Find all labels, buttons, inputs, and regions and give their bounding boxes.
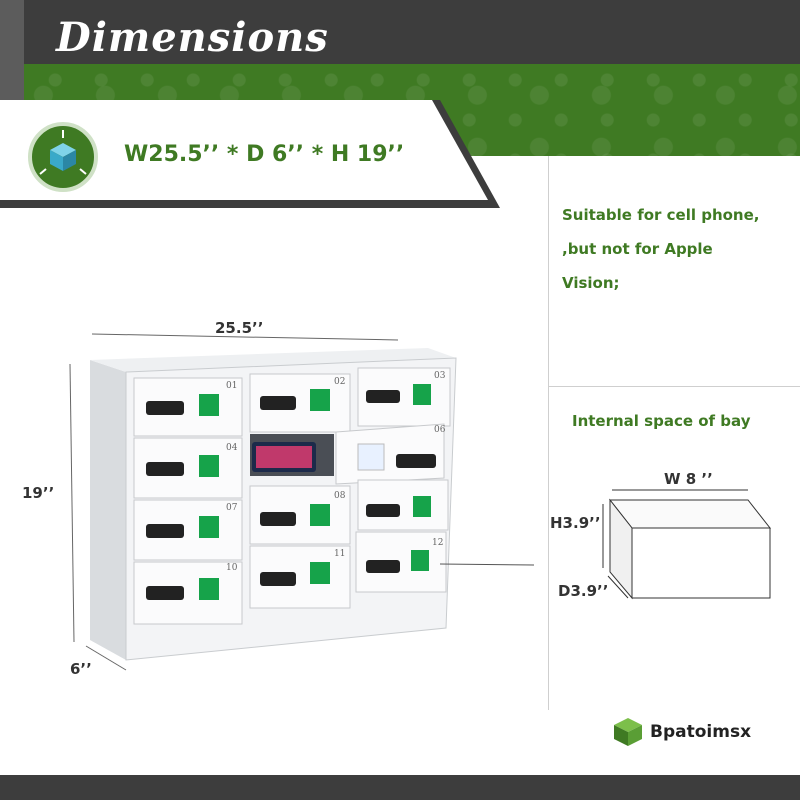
locker-number: 01 bbox=[226, 381, 237, 391]
footer-dark-band bbox=[0, 775, 800, 800]
bay-width-label: W 8 ’’ bbox=[664, 470, 713, 488]
brand-logo: Bpatoimsx bbox=[612, 716, 751, 748]
keypad-lock-icon bbox=[146, 586, 184, 600]
compatibility-note: Suitable for cell phone, ,but not for Ap… bbox=[562, 198, 798, 300]
green-label bbox=[413, 496, 431, 517]
locker-number: 02 bbox=[334, 377, 345, 387]
green-label bbox=[199, 455, 219, 477]
vertical-divider bbox=[548, 156, 549, 710]
locker-number: 10 bbox=[226, 563, 238, 573]
dimensions-banner bbox=[0, 100, 500, 208]
keypad-lock-icon bbox=[396, 454, 436, 468]
locker-door bbox=[133, 561, 243, 625]
green-label bbox=[199, 394, 219, 416]
lock-display bbox=[357, 443, 385, 471]
keypad-lock-icon bbox=[366, 390, 400, 403]
note-line: Suitable for cell phone, bbox=[562, 206, 760, 224]
cabinet-depth-label: 6’’ bbox=[70, 660, 92, 678]
green-label bbox=[413, 384, 431, 405]
green-label bbox=[411, 550, 429, 571]
bay-box-diagram bbox=[602, 489, 772, 600]
bay-depth-label: D3.9’’ bbox=[558, 582, 609, 600]
locker-number: 08 bbox=[334, 491, 346, 501]
locker-number: 06 bbox=[434, 425, 446, 435]
keypad-lock-icon bbox=[260, 512, 296, 526]
keypad-lock-icon bbox=[366, 560, 400, 573]
locker-number: 07 bbox=[226, 503, 238, 513]
keypad-lock-icon bbox=[146, 524, 184, 538]
locker-cabinet-illustration: 25.5’’ 19’’ 6’’ 01 02 03 04 06 07 08 10 bbox=[22, 319, 535, 678]
green-label bbox=[199, 578, 219, 600]
note-line: ,but not for Apple bbox=[562, 240, 713, 258]
keypad-lock-icon bbox=[366, 504, 400, 517]
green-label bbox=[310, 389, 330, 411]
page-title: Dimensions bbox=[56, 14, 329, 61]
locker-number: 03 bbox=[434, 371, 446, 381]
cabinet-width-label: 25.5’’ bbox=[215, 319, 263, 337]
cabinet-height-label: 19’’ bbox=[22, 484, 54, 502]
keypad-lock-icon bbox=[146, 401, 184, 415]
cube-logo-icon bbox=[614, 718, 642, 746]
green-label bbox=[199, 516, 219, 538]
keypad-lock-icon bbox=[146, 462, 184, 476]
green-label bbox=[310, 562, 330, 584]
keypad-lock-icon bbox=[260, 572, 296, 586]
box-dimensions-icon bbox=[28, 122, 98, 192]
locker-number: 12 bbox=[432, 538, 443, 548]
bay-title: Internal space of bay bbox=[572, 412, 751, 430]
horizontal-divider bbox=[548, 386, 800, 387]
overall-dimensions-text: W25.5’’ * D 6’’ * H 19’’ bbox=[124, 142, 405, 167]
note-line: Vision; bbox=[562, 274, 620, 292]
keypad-lock-icon bbox=[260, 396, 296, 410]
left-accent-bar bbox=[0, 0, 24, 100]
brand-name: Bpatoimsx bbox=[650, 722, 752, 742]
header-dark-band bbox=[0, 0, 800, 64]
locker-number: 04 bbox=[226, 443, 238, 453]
locker-number: 11 bbox=[334, 549, 345, 559]
green-label bbox=[310, 504, 330, 526]
bay-height-label: H3.9’’ bbox=[550, 514, 601, 532]
